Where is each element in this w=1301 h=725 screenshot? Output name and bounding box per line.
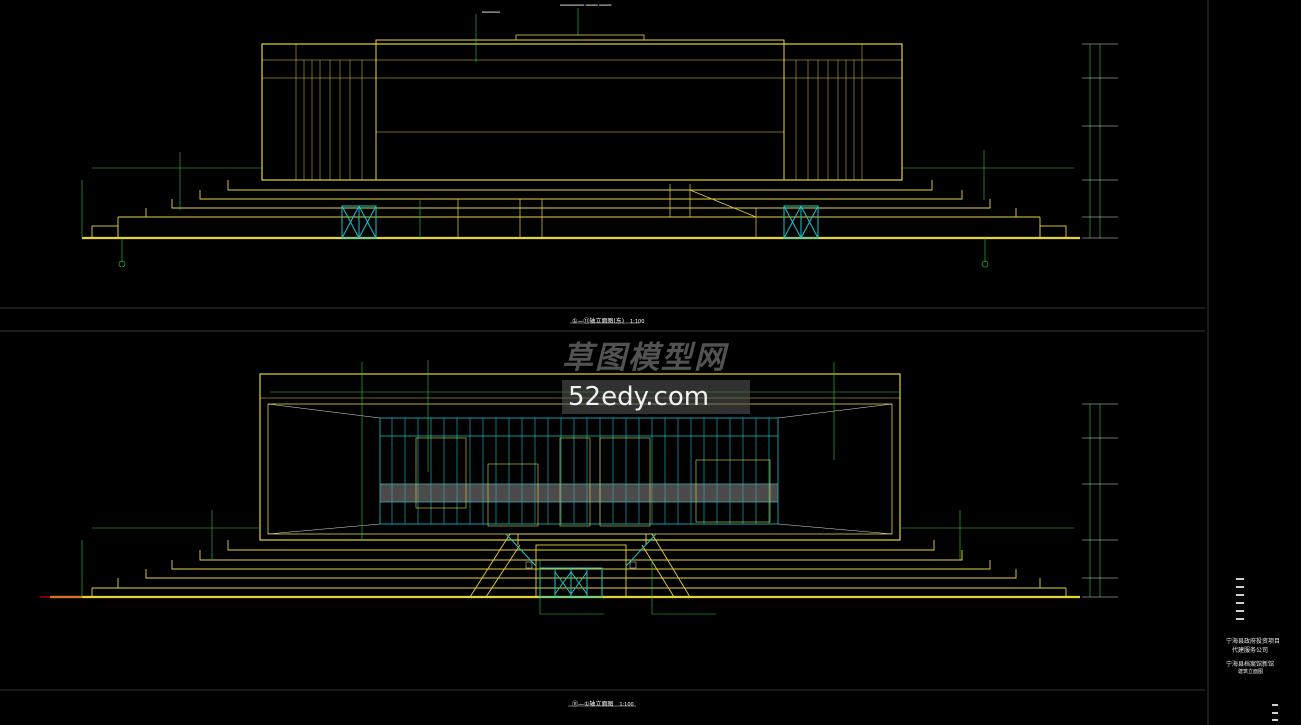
bottom-elevation-title: ⑪—①轴立面图 1:100 [572,699,634,708]
top-elevation-scale: 1:100 [629,319,645,325]
top-elevation [81,8,1118,268]
watermark-url: 52edy.com [562,380,750,414]
title-block-project-line1: 宁海县政府投资项目 [1226,638,1281,645]
annotation-label: ══════ [482,10,501,16]
bottom-elevation [40,360,1118,615]
bottom-elevation-title-text: ⑪—①轴立面图 [572,701,614,708]
annotation-label: ════════ ════ ════ [560,3,612,9]
title-block-project-line2: 代建服务公司 [1232,647,1269,654]
title-block-drawing-name: 宁海县档案馆新馆 [1226,661,1275,668]
watermark-brand: 草图模型网 [562,340,727,376]
top-elevation-title: ①—⑪轴立面图(东) 1:100 [572,316,644,325]
top-elevation-title-text: ①—⑪轴立面图(东) [572,318,625,325]
bottom-elevation-scale: 1:100 [619,702,634,708]
title-block-sheet-label: 建筑立面图 [1238,669,1264,675]
